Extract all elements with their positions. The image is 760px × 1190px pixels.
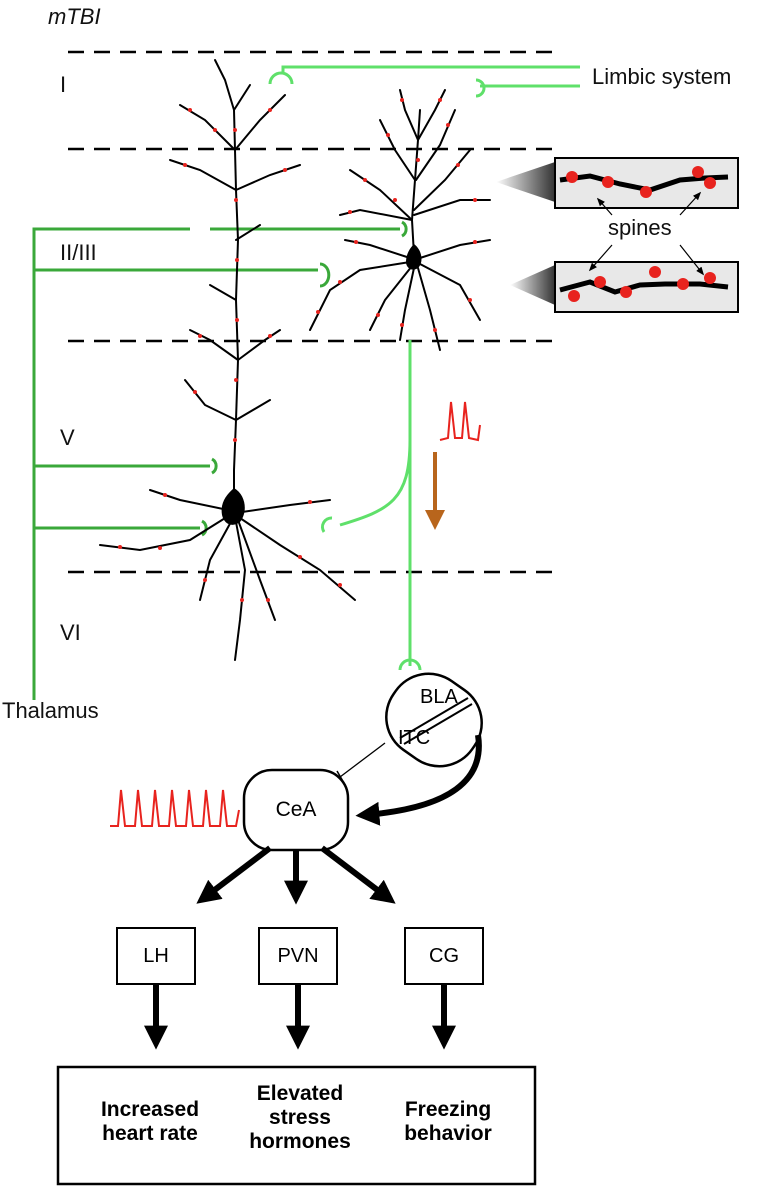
- layer-boundaries: [68, 50, 555, 574]
- diagram-title: mTBI: [48, 4, 101, 29]
- lh-node: [116, 927, 196, 985]
- synapse-terminal: [320, 516, 333, 533]
- layer-label-ii-iii: II/III: [60, 240, 97, 265]
- layer-label-i: I: [60, 72, 67, 97]
- bla-label: BLA: [420, 686, 458, 708]
- spines-label: spines: [608, 215, 672, 240]
- layer-v-soma: [221, 488, 245, 525]
- synapse-terminal: [319, 262, 331, 288]
- spine-inset-lower: [510, 261, 739, 313]
- synapse-terminal: [475, 78, 486, 98]
- limbic-input-pathway: [268, 65, 580, 671]
- synapse-terminal: [211, 457, 218, 475]
- layer-ii-iii-pyramidal-neuron: [309, 89, 491, 351]
- thalamus-label: Thalamus: [2, 698, 99, 723]
- synapse-terminal: [268, 71, 294, 85]
- outcome-freezing-line1: Freezing: [404, 1098, 492, 1121]
- pvn-label: PVN: [277, 945, 319, 967]
- outcome-heart-rate-line1: Increased: [100, 1098, 200, 1121]
- spike-trace-single: [439, 401, 481, 442]
- bla-to-cea-arrow: [355, 734, 482, 826]
- outcome-stress-line2: stress: [269, 1106, 331, 1129]
- spike-trace-burst: [110, 789, 240, 827]
- outcome-stress-hormones: Elevated stress hormones: [225, 1082, 375, 1154]
- pvn-node: [258, 927, 338, 985]
- itc-inhibitory-projection: [339, 742, 386, 778]
- outcome-freezing-line2: behavior: [404, 1122, 492, 1145]
- dendritic-spines: [118, 98, 477, 602]
- layer-label-v: V: [60, 425, 75, 450]
- amygdala-complex: [385, 672, 483, 768]
- layer-v-pyramidal-neuron: [99, 59, 356, 661]
- cg-label: CG: [429, 945, 459, 967]
- spine-inset-upper: [496, 157, 739, 209]
- synapse-terminal: [398, 658, 422, 671]
- layer-ii-iii-soma: [406, 244, 422, 270]
- cea-output-arrows: [196, 845, 396, 905]
- outcome-heart-rate-line2: heart rate: [102, 1122, 198, 1145]
- cg-node: [404, 927, 484, 985]
- outcome-stress-line1: Elevated: [256, 1082, 344, 1105]
- outcome-stress-line3: hormones: [249, 1130, 351, 1153]
- spines-pointer-arrows: [588, 191, 705, 276]
- synapse-terminal: [201, 519, 208, 537]
- limbic-system-label: Limbic system: [592, 64, 732, 89]
- outcome-heart-rate: Increased heart rate: [70, 1098, 230, 1146]
- thalamic-input-pathway: [32, 220, 408, 700]
- lh-label: LH: [143, 945, 169, 967]
- itc-label: ITC: [398, 727, 431, 749]
- outcomes-box: [56, 1065, 537, 1186]
- cea-label: CeA: [275, 798, 317, 821]
- synapse-terminal: [401, 220, 408, 238]
- target-output-arrows: [144, 984, 456, 1050]
- layer-label-vi: VI: [60, 620, 81, 645]
- outcome-freezing: Freezing behavior: [378, 1098, 518, 1146]
